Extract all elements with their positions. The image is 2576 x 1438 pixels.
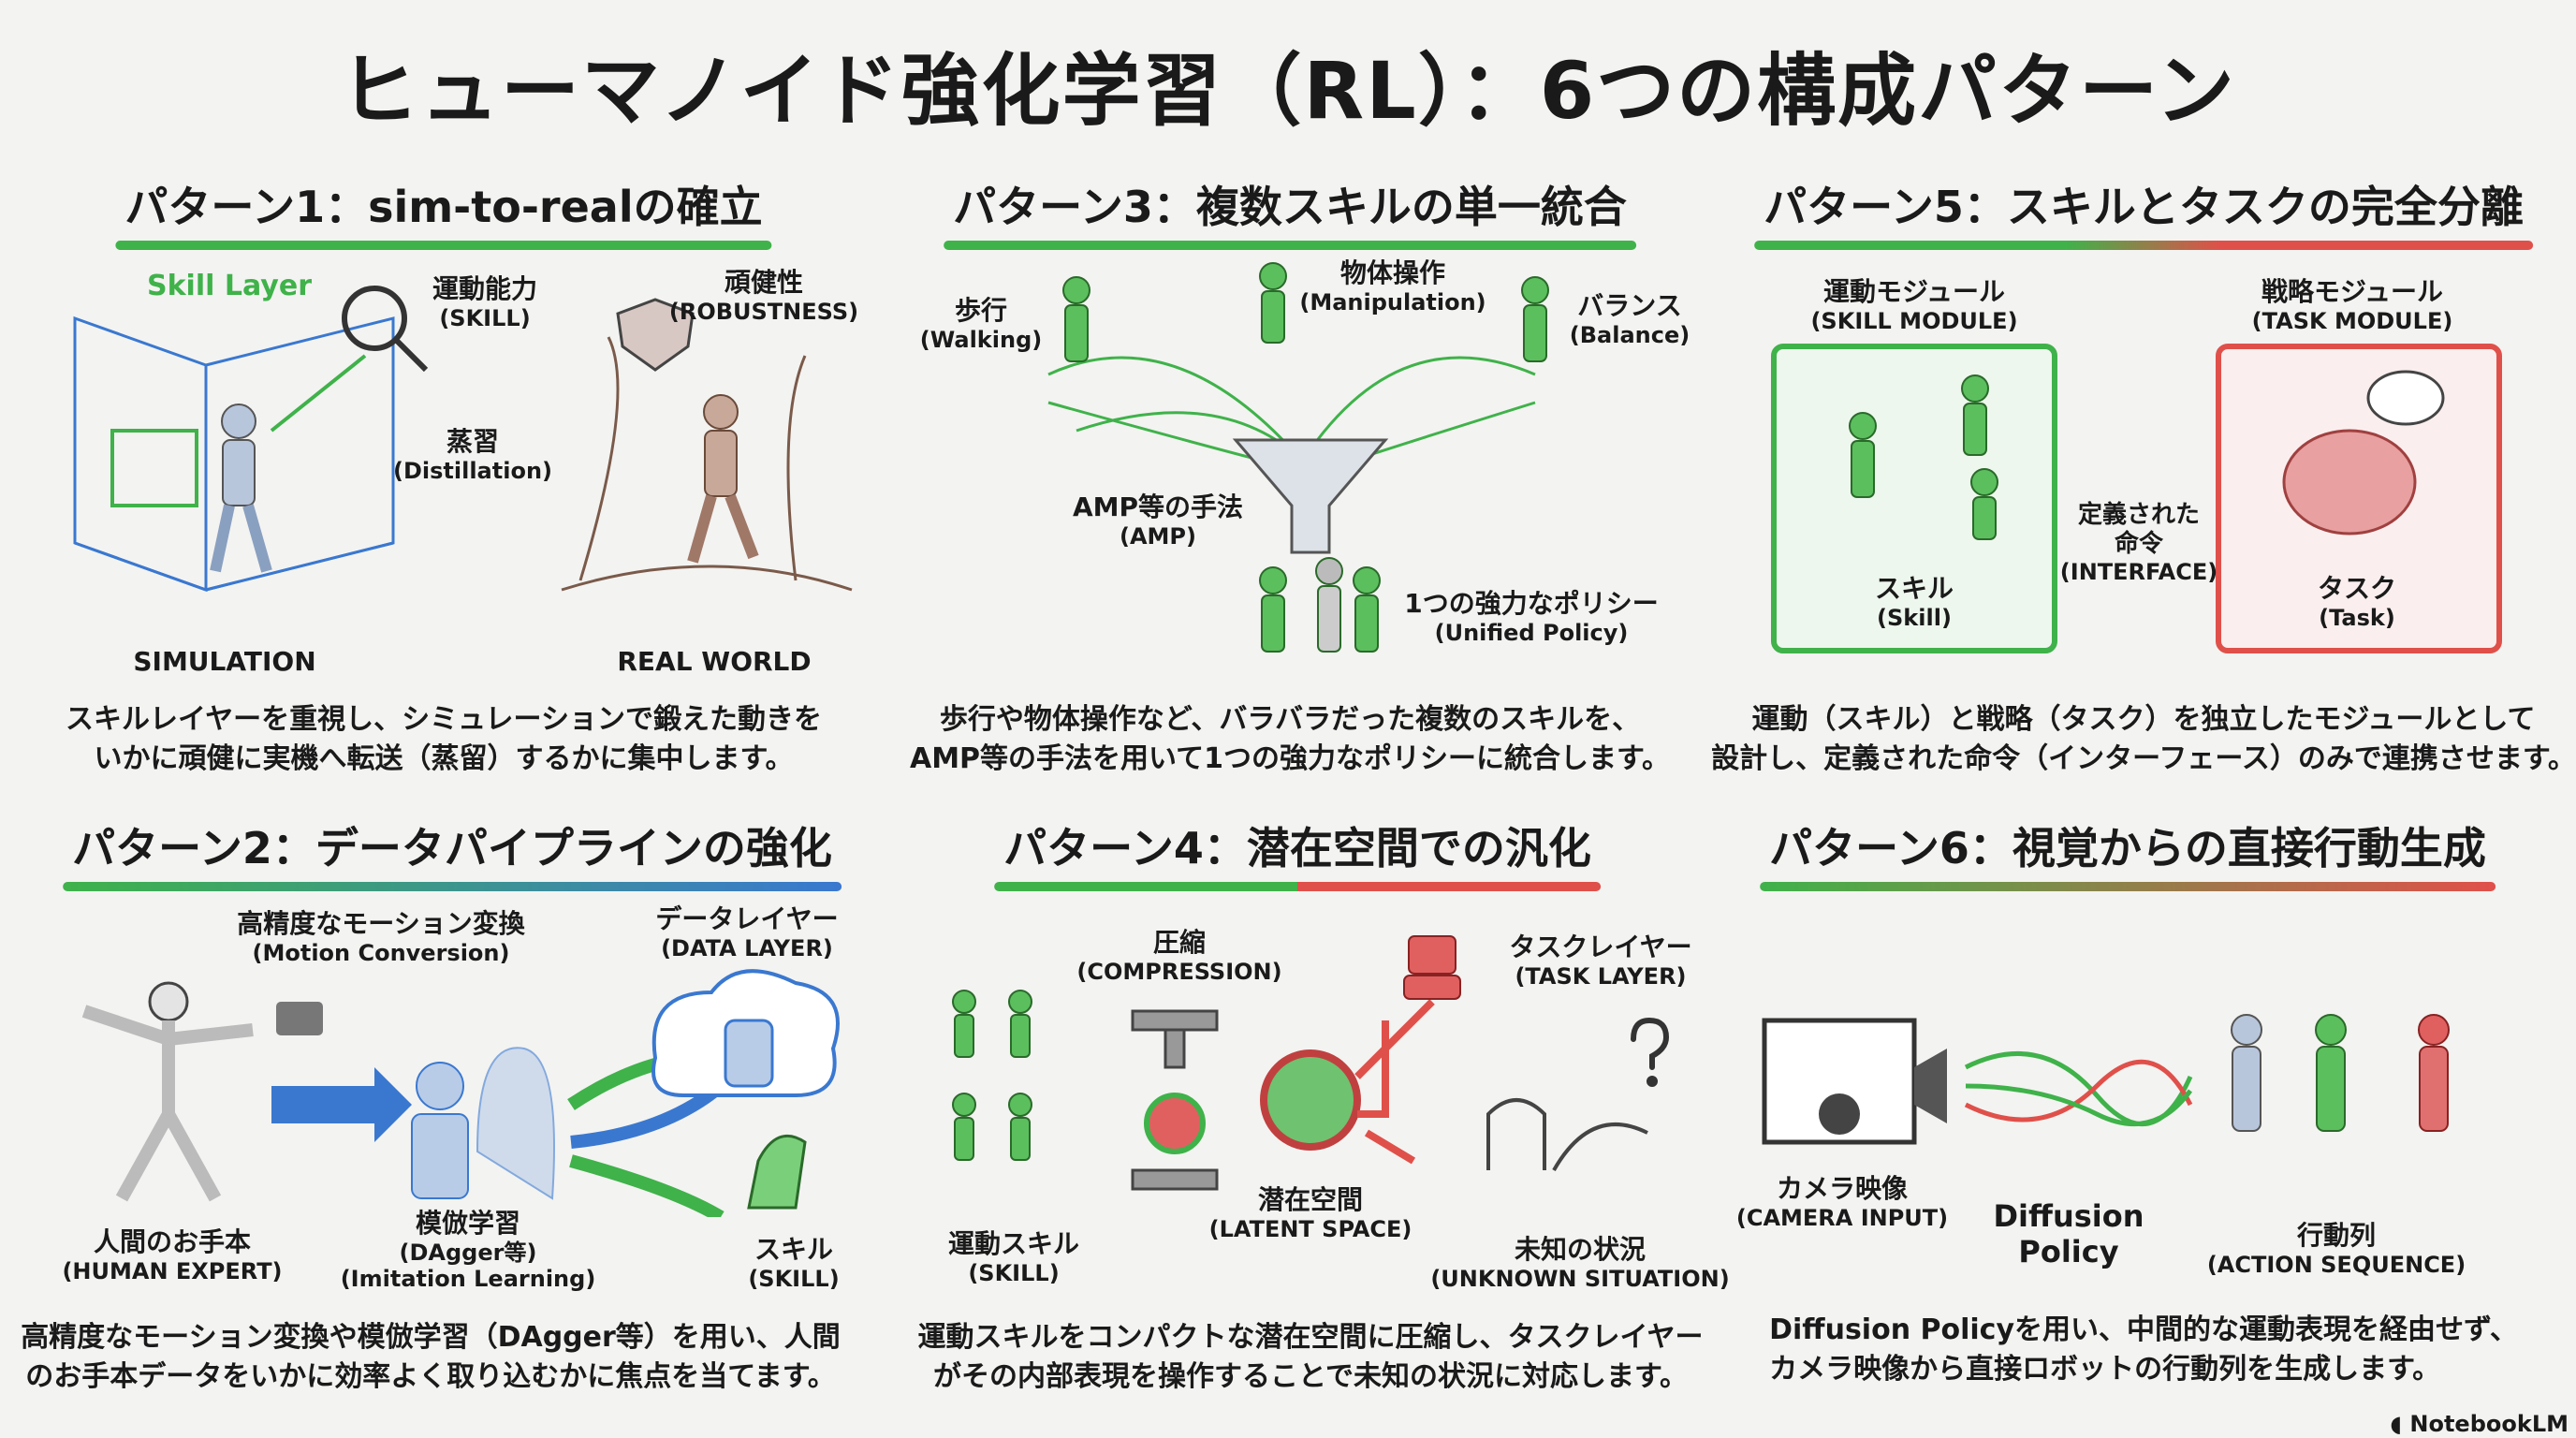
label-skill-module: 運動モジュール(SKILL MODULE) <box>1810 276 2018 334</box>
label-motor-skill: 運動スキル(SKILL) <box>947 1228 1080 1286</box>
description-pattern-4: 運動スキルをコンパクトな潜在空間に圧縮し、タスクレイヤーがその内部表現を操作する… <box>917 1321 1704 1393</box>
action-sequence-robots <box>2231 1014 2450 1132</box>
brain-icon <box>2282 429 2417 536</box>
robot-sim <box>210 404 272 573</box>
label-motion-conversion: 高精度なモーション変換(Motion Conversion) <box>237 908 525 966</box>
label-task-module: 戦略モジュール(TASK MODULE) <box>2251 276 2453 334</box>
label-human-expert: 人間のお手本(HUMAN EXPERT) <box>62 1226 283 1284</box>
funnel-icon <box>1232 438 1389 554</box>
heading-pattern-6: パターン6：視覚からの直接行動生成 <box>1760 814 2496 891</box>
forest-scene <box>561 336 853 592</box>
label-task-layer: タスクレイヤー(TASK LAYER) <box>1509 932 1692 990</box>
label-amp: AMP等の手法(AMP) <box>1072 492 1244 550</box>
skill-figures <box>952 990 1032 1161</box>
heading-pattern-4: パターン4：潜在空間での汎化 <box>994 814 1601 891</box>
heading-underline <box>1754 241 2533 250</box>
robot-figures <box>1062 262 1549 653</box>
question-mark-icon <box>1631 1017 1670 1087</box>
description-pattern-5: 運動（スキル）と戦略（タスク）を独立したモジュールとして設計し、定義された命令（… <box>1711 703 2576 775</box>
data-pipeline-illustration <box>81 969 840 1217</box>
viewer-silhouette <box>1819 1093 1860 1135</box>
logo-text: NotebookLM <box>2409 1411 2569 1438</box>
simulation-room <box>73 315 395 593</box>
magnifier-icon <box>342 286 429 373</box>
thought-bubble-icon <box>2366 370 2445 426</box>
heading-pattern-3: パターン3：複数スキルの単一統合 <box>944 173 1636 250</box>
description-pattern-3: 歩行や物体操作など、バラバラだった複数のスキルを、AMP等の手法を用いて1つの強… <box>909 703 1671 775</box>
heading-pattern-2: パターン2：データパイプラインの強化 <box>63 814 842 891</box>
label-interface: 定義された命令(INTERFACE) <box>2059 501 2218 586</box>
module-separation-illustration <box>1771 344 2502 653</box>
label-camera-input: カメラ映像(CAMERA INPUT) <box>1735 1173 1949 1231</box>
label-walking: 歩行(Walking) <box>919 295 1043 353</box>
visual-action-illustration <box>1762 1014 2450 1145</box>
heading-underline <box>994 882 1601 891</box>
description-pattern-1: スキルレイヤーを重視し、シミュレーションで鍛えた動きをいかに頑健に実機へ転送（蒸… <box>66 703 822 775</box>
description-pattern-6: Diffusion Policyを用い、中間的な運動表現を経由せず、カメラ映像か… <box>1769 1313 2518 1386</box>
label-skill: 運動能力(SKILL) <box>432 273 538 331</box>
compression-press-icon <box>1131 1009 1219 1191</box>
label-simulation: SIMULATION <box>133 646 316 677</box>
label-manipulation: 物体操作(Manipulation) <box>1299 257 1486 315</box>
robot-real <box>687 394 759 564</box>
label-compression: 圧縮(COMPRESSION) <box>1076 927 1282 985</box>
heading-underline <box>1760 882 2496 891</box>
diffusion-waves <box>1964 1051 2193 1127</box>
description-pattern-2: 高精度なモーション変換や模倣学習（DAgger等）を用い、人間のお手本データをい… <box>21 1321 841 1393</box>
camera-icon <box>276 1002 323 1035</box>
heading-underline <box>115 241 772 250</box>
robot-learner <box>411 1047 555 1200</box>
notebooklm-logo: ◖ NotebookLM <box>2390 1411 2569 1438</box>
latent-sphere <box>1260 1049 1361 1151</box>
label-balance: バランス(Balance) <box>1569 290 1690 348</box>
heading-pattern-1: パターン1：sim-to-realの確立 <box>115 173 772 250</box>
human-expert-figure <box>81 981 254 1202</box>
muscle-arm-icon <box>747 1134 807 1210</box>
unknown-terrain <box>1486 1098 1648 1171</box>
red-arrows <box>1354 999 1435 1165</box>
database-icon <box>724 1019 774 1088</box>
running-figures <box>1849 374 1998 540</box>
label-imitation-learning: 模倣学習(DAgger等)(Imitation Learning) <box>340 1208 596 1293</box>
label-latent-space: 潜在空間(LATENT SPACE) <box>1208 1184 1412 1242</box>
camera-lens-icon <box>1914 1049 1947 1123</box>
skill-arrow <box>270 354 367 433</box>
blue-arrow <box>271 1067 412 1142</box>
green-arrow <box>569 1154 724 1217</box>
label-skill: スキル(Skill) <box>1874 573 1954 631</box>
heading-underline <box>944 241 1636 250</box>
latent-space-illustration <box>952 935 1670 1191</box>
skill-layer-panel <box>110 429 198 507</box>
label-task: タスク(Task) <box>2317 573 2397 631</box>
label-distillation: 蒸習(Distillation) <box>393 426 552 484</box>
label-action-sequence: 行動列(ACTION SEQUENCE) <box>2206 1220 2466 1278</box>
label-unified-policy: 1つの強力なポリシー(Unified Policy) <box>1404 588 1659 646</box>
heading-pattern-5: パターン5：スキルとタスクの完全分離 <box>1754 173 2533 250</box>
heading-underline <box>63 882 842 891</box>
label-skill-layer: Skill Layer <box>147 270 312 302</box>
label-robustness: 頑健性(ROBUSTNESS) <box>668 267 859 325</box>
label-data-layer: データレイヤー(DATA LAYER) <box>655 903 839 961</box>
label-real-world: REAL WORLD <box>617 646 812 677</box>
skill-integration-illustration <box>1047 262 1549 653</box>
label-unknown-situation: 未知の状況(UNKNOWN SITUATION) <box>1430 1234 1730 1292</box>
sim-to-real-illustration <box>73 286 853 593</box>
shield-icon <box>616 298 695 372</box>
page-title: ヒューマノイド強化学習（RL）：6つの構成パターン <box>340 45 2236 137</box>
task-robot-icon <box>1403 935 1461 1000</box>
label-skill: スキル(SKILL) <box>748 1234 840 1292</box>
